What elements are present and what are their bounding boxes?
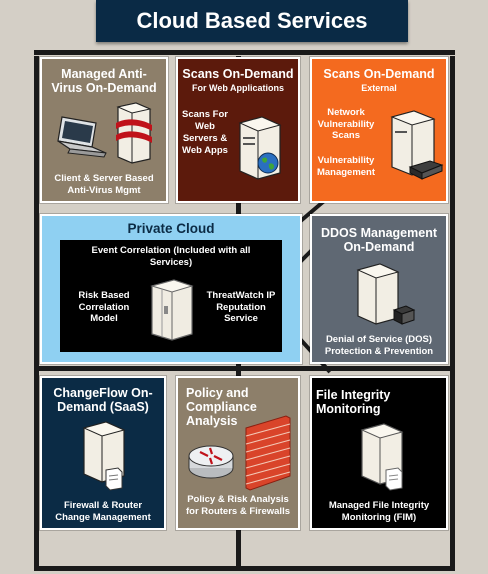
changeflow-text: Firewall & Router Change Management — [55, 500, 151, 523]
connector-right-vertical — [450, 56, 455, 568]
server-icon — [82, 421, 126, 483]
changeflow-title: ChangeFlow On-Demand (SaaS) — [53, 386, 153, 414]
policy-title: Policy and Compliance Analysis — [186, 386, 257, 428]
card-policy: Policy and Compliance Analysis Policy & … — [176, 376, 300, 530]
ddos-text: Denial of Service (DOS) Protection & Pre… — [324, 334, 434, 357]
private-cloud-title: Private Cloud — [127, 221, 215, 236]
ext-scans-text-1: Network Vulnerability Scans — [317, 107, 375, 141]
card-antivirus: Managed Anti-Virus On-Demand Client & Se… — [40, 57, 168, 203]
ext-scans-subtitle: External — [361, 83, 397, 93]
card-web-scans: Scans On-Demand For Web Applications Sca… — [176, 57, 300, 203]
server-icon — [116, 102, 152, 164]
ext-scans-title: Scans On-Demand — [323, 67, 435, 81]
card-private-cloud: Private Cloud Event Correlation (Include… — [40, 214, 302, 364]
web-scans-title: Scans On-Demand — [182, 67, 294, 81]
connector-top-horizontal — [34, 50, 455, 55]
document-icon — [385, 467, 403, 491]
globe-icon — [257, 152, 279, 174]
tape-drive-icon — [408, 160, 444, 180]
antivirus-text: Client & Server Based Anti-Virus Mgmt — [54, 173, 154, 196]
policy-text: Policy & Risk Analysis for Routers & Fir… — [186, 494, 290, 517]
antivirus-title: Managed Anti-Virus On-Demand — [51, 67, 157, 95]
fim-title: File Integrity Monitoring — [316, 388, 391, 416]
ext-scans-text-2: Vulnerability Management — [316, 155, 376, 178]
firewall-icon — [245, 415, 291, 491]
page-title: Cloud Based Services — [96, 0, 408, 42]
server-icon — [356, 263, 400, 325]
private-cloud-event: Event Correlation (Included with all Ser… — [91, 245, 251, 268]
web-scans-text: Scans For Web Servers & Web Apps — [182, 109, 228, 156]
server-icon — [390, 110, 436, 176]
network-device-icon — [392, 305, 416, 325]
web-scans-subtitle: For Web Applications — [191, 83, 284, 93]
card-changeflow: ChangeFlow On-Demand (SaaS) Firewall & R… — [40, 376, 166, 530]
connector-mid-horizontal — [34, 366, 455, 371]
fim-text: Managed File Integrity Monitoring (FIM) — [328, 500, 430, 523]
card-external-scans: Scans On-Demand External Network Vulnera… — [310, 57, 448, 203]
card-ddos: DDOS Management On-Demand Denial of Serv… — [310, 214, 448, 364]
connector-bottom-horizontal — [34, 566, 455, 571]
private-cloud-right-text: ThreatWatch IP Reputation Service — [206, 290, 276, 324]
ddos-title: DDOS Management On-Demand — [321, 226, 437, 254]
private-cloud-left-text: Risk Based Correlation Model — [78, 290, 130, 324]
storage-cabinet-icon — [150, 279, 194, 341]
document-icon — [105, 467, 123, 491]
card-fim: File Integrity Monitoring Managed File I… — [310, 376, 448, 530]
router-icon — [188, 445, 234, 479]
laptop-icon — [57, 116, 107, 158]
private-cloud-inner-panel: Event Correlation (Included with all Ser… — [60, 240, 282, 352]
connector-left-vertical — [34, 56, 39, 568]
